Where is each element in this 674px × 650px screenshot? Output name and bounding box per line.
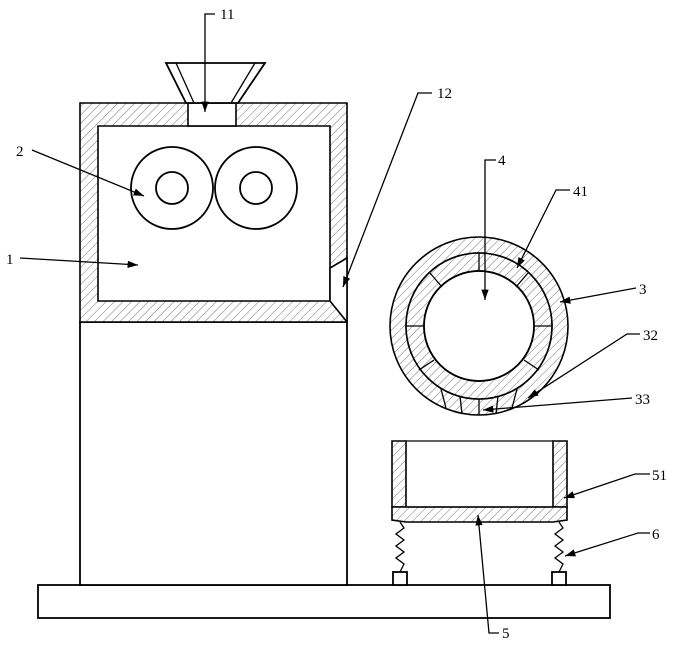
label-1: 1: [6, 252, 14, 268]
crushing-rollers: [131, 147, 297, 229]
label-51: 51: [652, 468, 667, 484]
machine-lower-body: [80, 322, 347, 585]
label-12: 12: [437, 86, 452, 102]
label-33: 33: [635, 392, 650, 408]
label-32: 32: [643, 328, 658, 344]
feed-inlet-pipe: [188, 103, 236, 126]
sieve-drum: [390, 237, 568, 415]
base-plate: [38, 585, 610, 618]
label-11: 11: [220, 7, 234, 23]
collection-tray: [392, 441, 567, 522]
label-6: 6: [652, 527, 660, 543]
label-2: 2: [16, 144, 24, 160]
label-5: 5: [502, 626, 510, 642]
label-3: 3: [639, 282, 647, 298]
crusher-housing: [80, 103, 347, 322]
label-4: 4: [498, 153, 506, 169]
feed-hopper: [166, 63, 265, 103]
label-41: 41: [573, 184, 588, 200]
